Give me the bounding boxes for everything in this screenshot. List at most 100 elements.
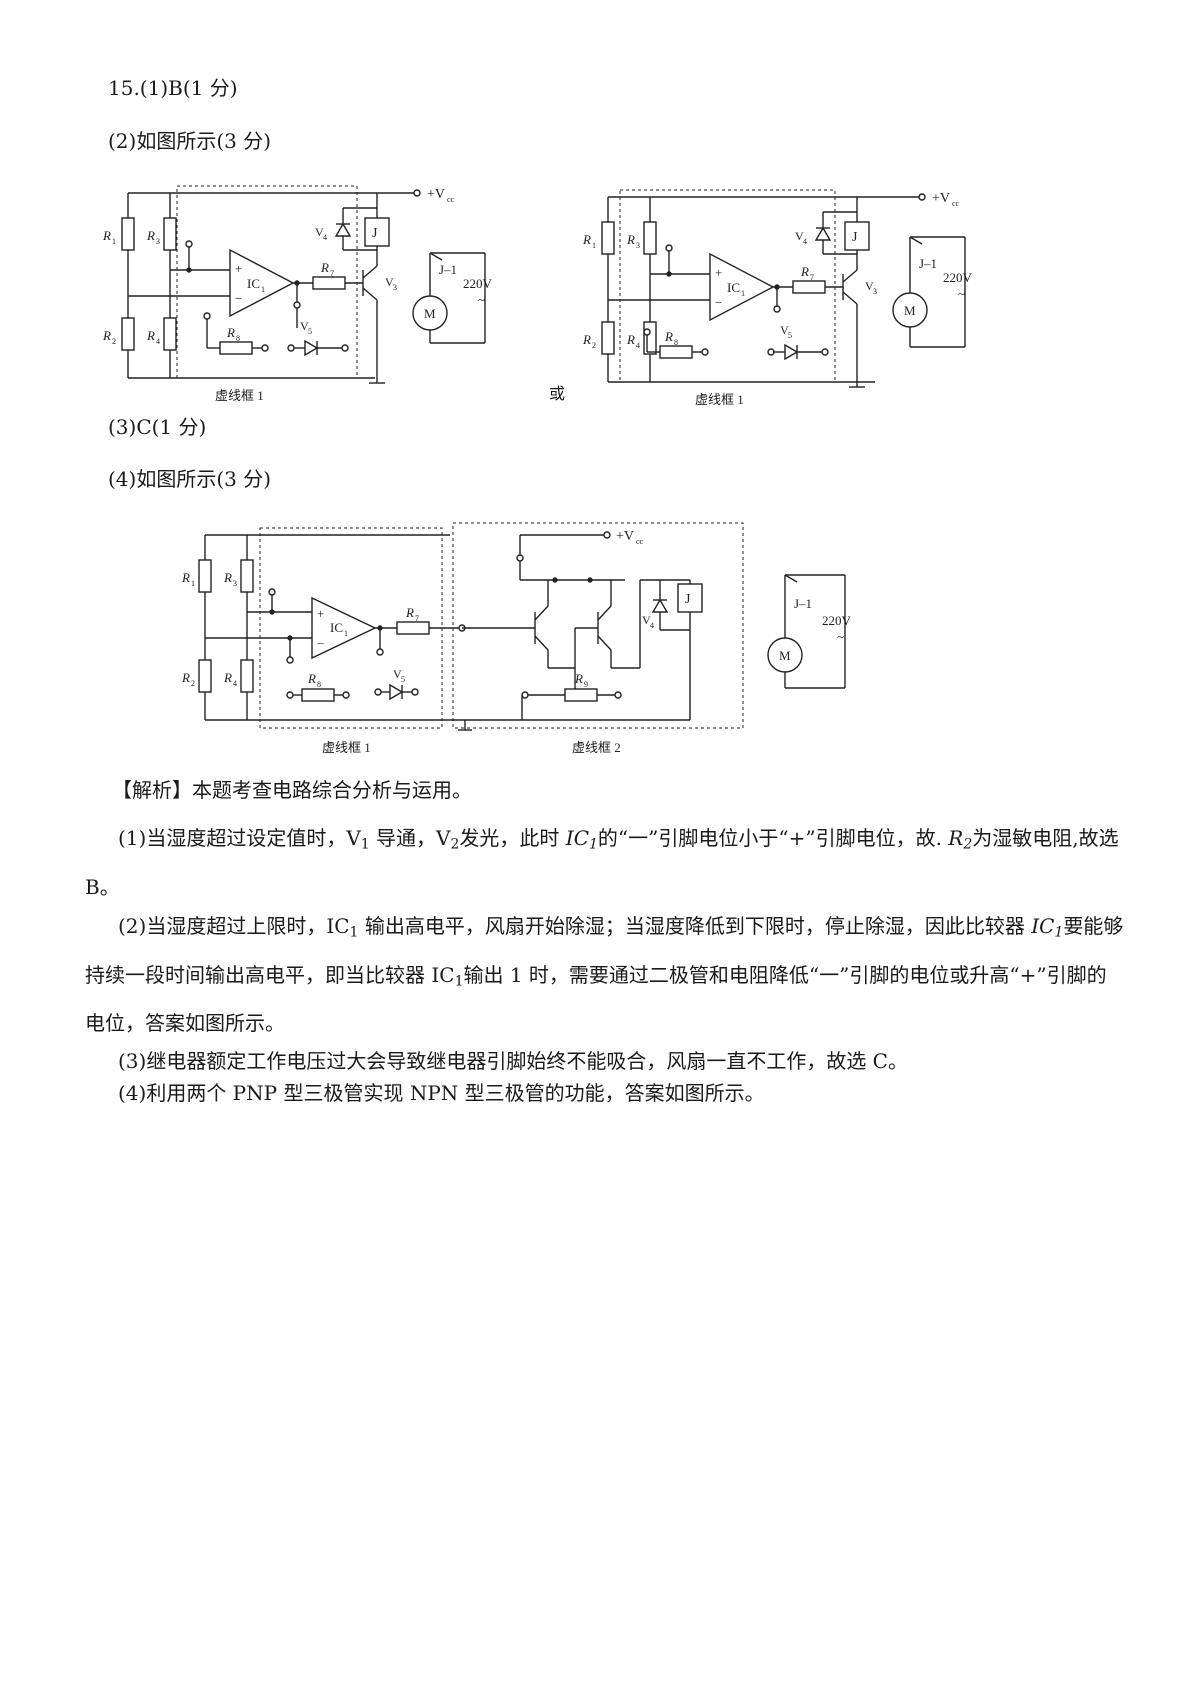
svg-text:1: 1 (741, 289, 745, 298)
svg-text:+: + (235, 261, 242, 276)
svg-text:J: J (685, 592, 691, 607)
svg-text:4: 4 (803, 237, 807, 246)
svg-text:1: 1 (261, 285, 265, 294)
svg-text:R: R (582, 232, 591, 247)
svg-text:R: R (626, 232, 635, 247)
svg-text:3: 3 (393, 283, 397, 292)
svg-text:R: R (320, 260, 329, 275)
svg-text:4: 4 (650, 621, 654, 630)
svg-text:V: V (393, 667, 402, 681)
svg-text:+V: +V (932, 191, 950, 206)
answer-3: (3)C(1 分) (108, 415, 207, 439)
svg-text:R: R (223, 570, 232, 585)
svg-text:8: 8 (236, 334, 240, 343)
analysis-p4: (4)利用两个 PNP 型三极管实现 NPN 型三极管的功能，答案如图所示。 (118, 1081, 765, 1105)
svg-text:R: R (181, 570, 190, 585)
box2-label: 虚线框 2 (572, 740, 621, 755)
svg-text:J–1: J–1 (439, 262, 457, 277)
svg-text:−: − (715, 295, 722, 310)
svg-text:1: 1 (191, 579, 195, 588)
svg-text:R: R (226, 325, 235, 340)
svg-text:4: 4 (323, 233, 327, 242)
svg-text:J: J (372, 226, 378, 241)
svg-text:V: V (865, 279, 874, 293)
svg-text:R: R (664, 329, 673, 344)
svg-text:8: 8 (317, 680, 321, 689)
svg-text:4: 4 (156, 337, 160, 346)
svg-text:R: R (800, 264, 809, 279)
svg-text:3: 3 (156, 237, 160, 246)
svg-text:cc: cc (447, 195, 455, 204)
svg-text:虚线框 1: 虚线框 1 (695, 392, 744, 407)
svg-text:R: R (626, 332, 635, 347)
svg-text:4: 4 (233, 679, 237, 688)
svg-text:+: + (715, 265, 722, 280)
svg-text:R: R (223, 670, 232, 685)
svg-text:V: V (315, 225, 324, 239)
svg-text:cc: cc (636, 537, 644, 546)
svg-text:R: R (146, 228, 155, 243)
svg-text:V: V (385, 275, 394, 289)
svg-text:R: R (405, 605, 414, 620)
svg-text:220V: 220V (822, 613, 852, 628)
analysis-title: 【解析】本题考查电路综合分析与运用。 (112, 778, 472, 802)
svg-text:5: 5 (788, 331, 792, 340)
svg-text:虚线框 1: 虚线框 1 (322, 740, 371, 755)
analysis-p3: (3)继电器额定工作电压过大会导致继电器引脚始终不能吸合，风扇一直不工作，故选 … (118, 1049, 908, 1073)
svg-text:~: ~ (837, 629, 844, 644)
answer-4: (4)如图所示(3 分) (108, 467, 272, 491)
svg-text:V: V (780, 323, 789, 337)
svg-text:2: 2 (112, 337, 116, 346)
svg-text:7: 7 (415, 614, 419, 623)
svg-text:4: 4 (636, 341, 640, 350)
svg-text:~: ~ (478, 292, 485, 307)
svg-text:8: 8 (674, 338, 678, 347)
svg-text:1: 1 (344, 629, 348, 638)
svg-text:3: 3 (873, 287, 877, 296)
svg-text:V: V (300, 319, 309, 333)
answer-1: 15.(1)B(1 分) (108, 76, 238, 100)
svg-text:5: 5 (401, 675, 405, 684)
svg-text:R: R (307, 671, 316, 686)
vcc-label: +V (427, 187, 445, 202)
svg-text:~: ~ (958, 286, 965, 301)
box1-label: 虚线框 1 (215, 388, 264, 403)
svg-text:−: − (235, 291, 242, 306)
svg-text:7: 7 (810, 273, 814, 282)
svg-text:IC: IC (330, 620, 343, 635)
svg-text:M: M (904, 303, 916, 318)
analysis-p1: (1)当湿度超过设定值时，V1 导通，V2发光，此时 IC1的“一”引脚电位小于… (85, 826, 1119, 899)
svg-text:IC: IC (727, 280, 740, 295)
svg-text:220V: 220V (943, 270, 973, 285)
analysis-p2: (2)当湿度超过上限时，IC1 输出高电平，风扇开始除湿；当湿度降低到下限时，停… (85, 914, 1124, 1035)
svg-text:5: 5 (308, 327, 312, 336)
or-label: 或 (549, 384, 566, 403)
svg-text:−: − (317, 636, 324, 651)
svg-text:3: 3 (636, 241, 640, 250)
svg-text:R: R (102, 228, 111, 243)
svg-text:9: 9 (584, 680, 588, 689)
svg-text:+V: +V (616, 529, 634, 544)
svg-text:R: R (574, 671, 583, 686)
svg-text:7: 7 (330, 269, 334, 278)
svg-text:R: R (146, 328, 155, 343)
svg-text:3: 3 (233, 579, 237, 588)
svg-text:J–1: J–1 (794, 596, 812, 611)
svg-text:R: R (181, 670, 190, 685)
svg-text:1: 1 (112, 237, 116, 246)
svg-text:J: J (852, 230, 858, 245)
svg-text:R: R (102, 328, 111, 343)
svg-text:V: V (795, 229, 804, 243)
svg-text:cc: cc (952, 199, 960, 208)
svg-text:2: 2 (592, 341, 596, 350)
svg-text:V: V (642, 613, 651, 627)
svg-text:M: M (779, 648, 791, 663)
svg-text:R: R (582, 332, 591, 347)
svg-text:J–1: J–1 (919, 256, 937, 271)
svg-text:1: 1 (592, 241, 596, 250)
answer-2: (2)如图所示(3 分) (108, 129, 272, 153)
svg-text:+: + (317, 606, 324, 621)
